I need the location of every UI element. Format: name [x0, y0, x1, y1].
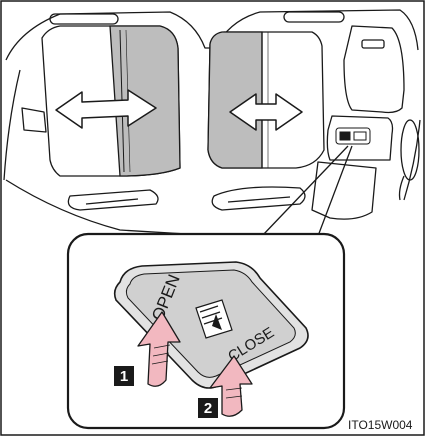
step-2-number: 2 — [204, 400, 212, 417]
figure-code: ITO15W004 — [348, 418, 413, 432]
step-1-number: 1 — [120, 368, 128, 385]
